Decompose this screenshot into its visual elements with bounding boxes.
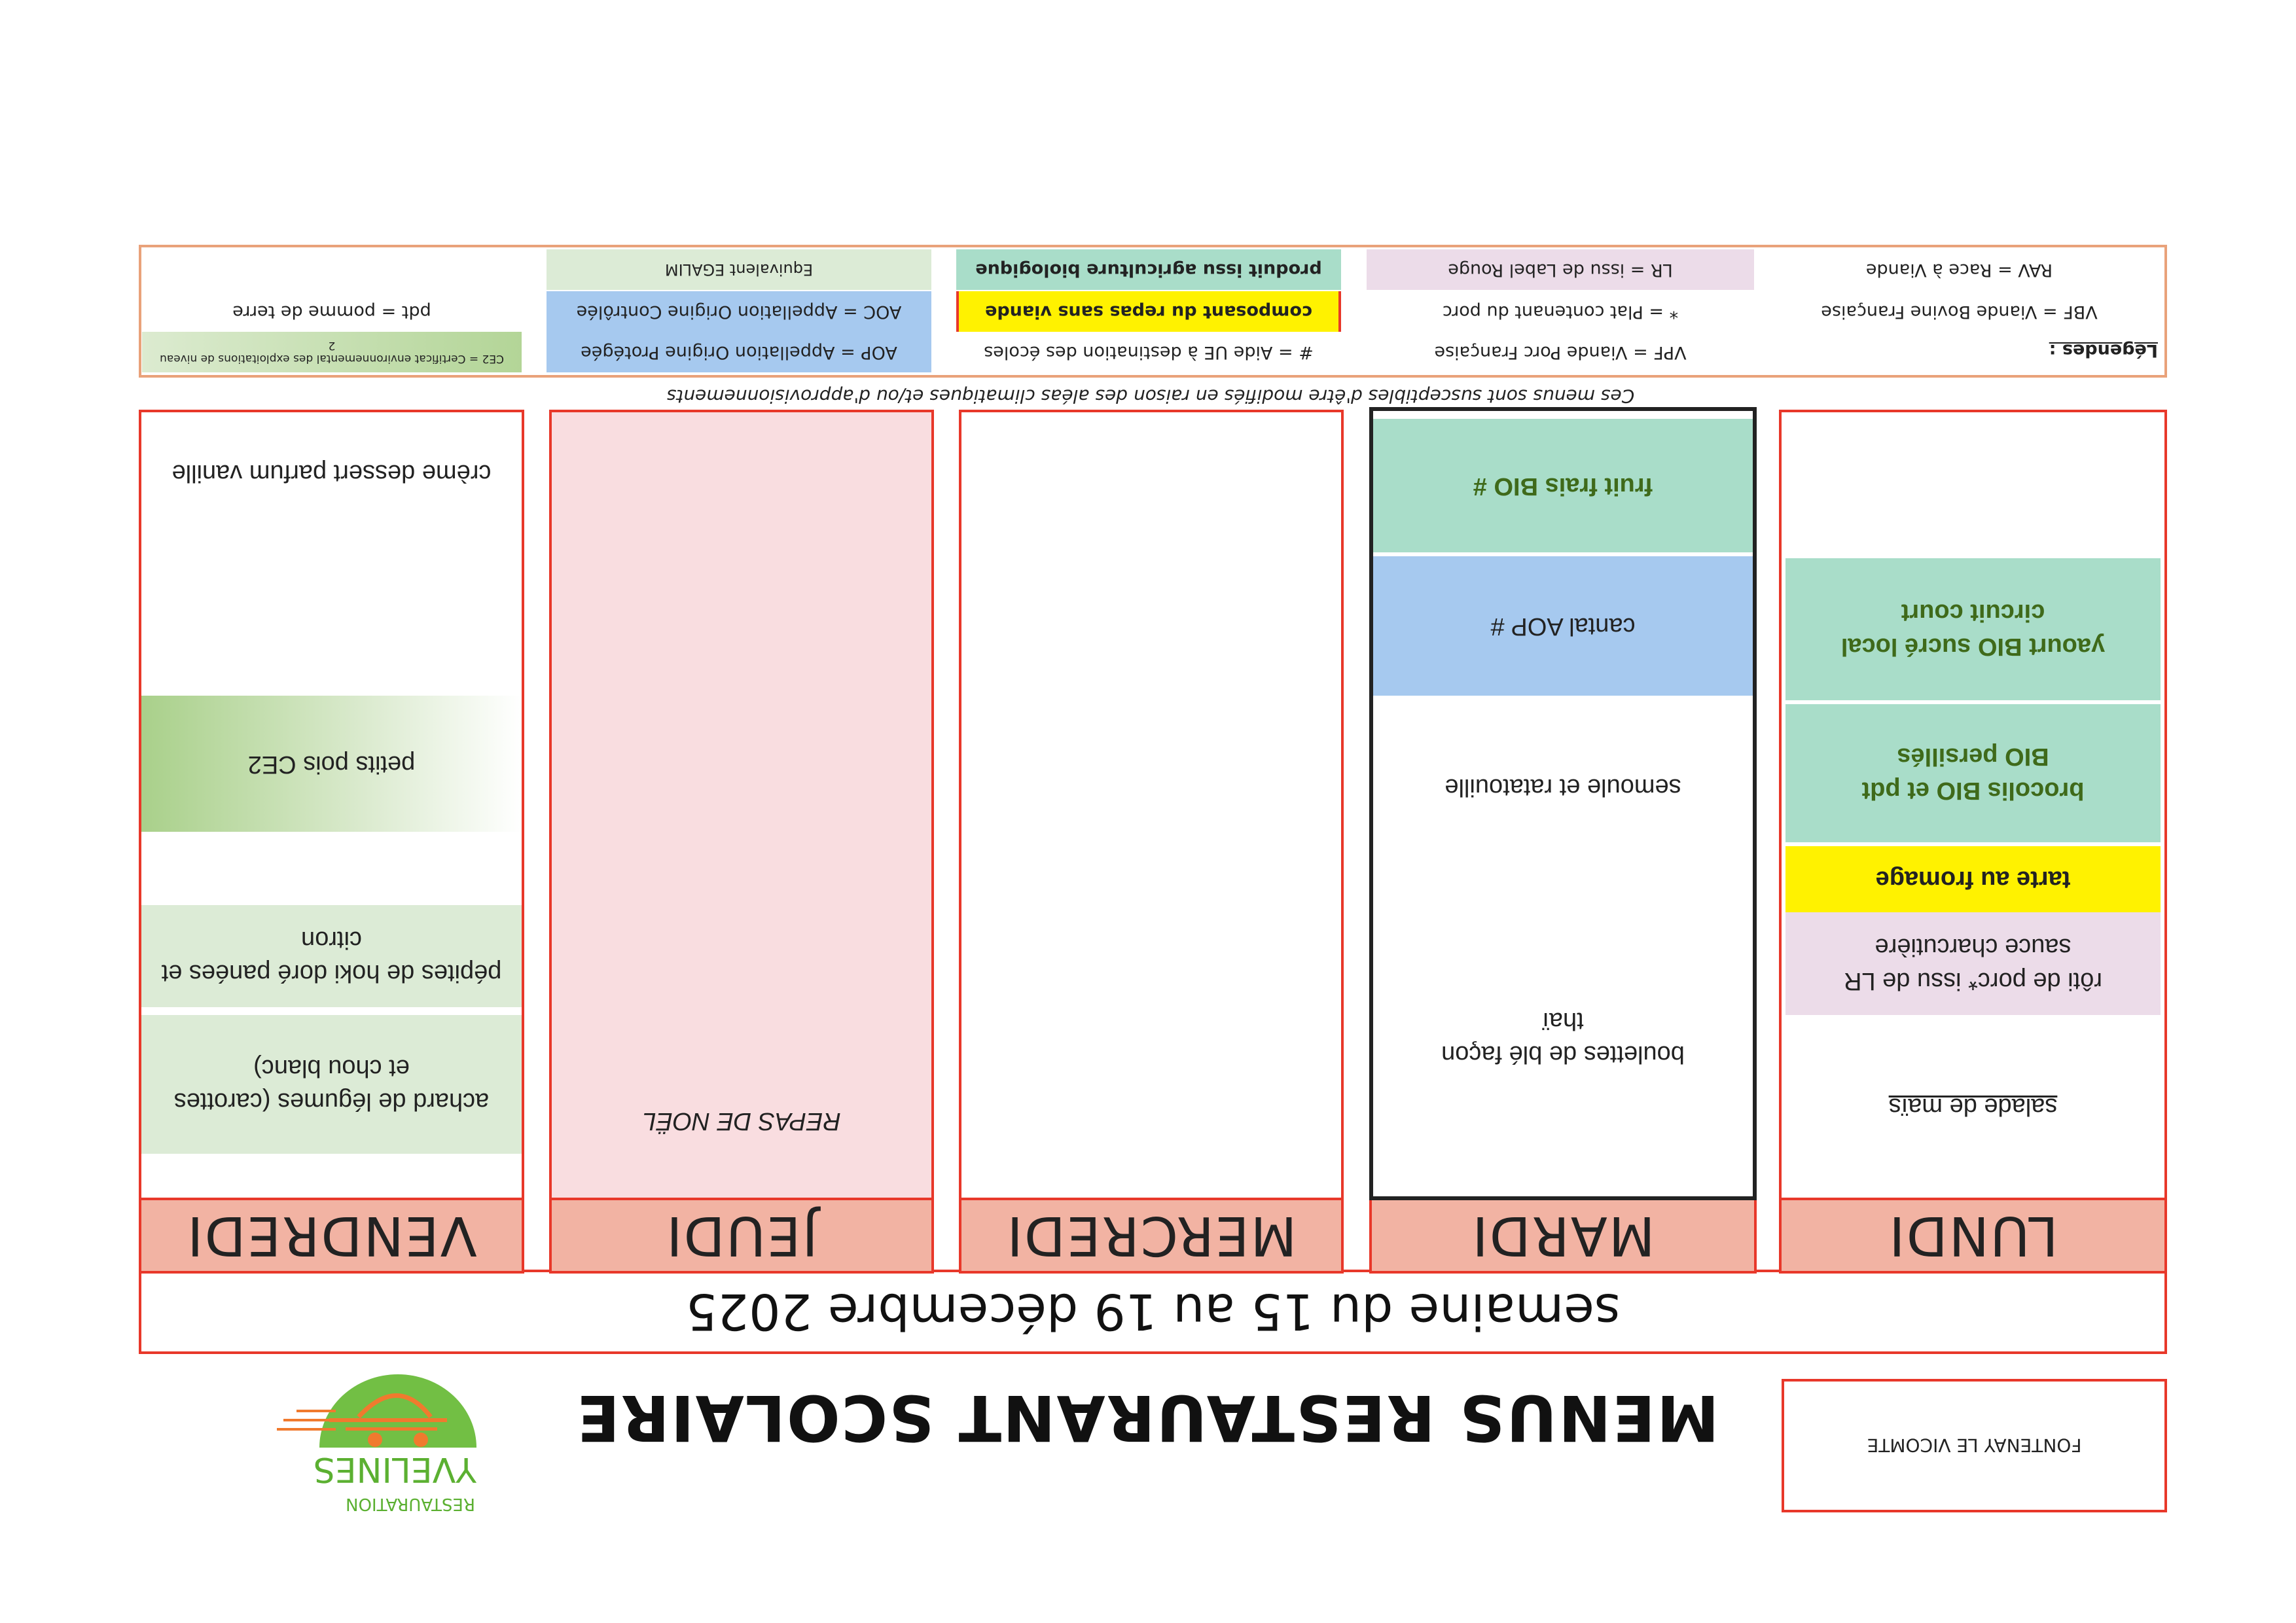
logo-sub: RESTAURATION bbox=[346, 1494, 475, 1514]
menu-item-main: boulettes de blé façon thaï bbox=[1441, 1007, 1685, 1069]
legend-label-rouge: LR = issu de Label Rouge bbox=[1367, 249, 1754, 290]
page-title: MENUS RESTAURANT SCOLAIRE bbox=[575, 1381, 1719, 1454]
legend-egalim: Equivalent EGALIM bbox=[547, 249, 931, 290]
menu-item-vegetarian: tarte au fromage bbox=[1785, 846, 2161, 912]
school-name: FONTENAY LE VICOMTE bbox=[1867, 1435, 2082, 1457]
menu-item-main: rôti de porc* issu de LR sauce charcutiè… bbox=[1785, 912, 2161, 1015]
day-header: LUNDI bbox=[1782, 1198, 2164, 1271]
menu-item-side: petits pois CE2 bbox=[141, 696, 522, 832]
day-header: MARDI bbox=[1372, 1198, 1754, 1271]
logo-icon: YVELINES RESTAURATION bbox=[277, 1374, 477, 1514]
day-header: JEUDI bbox=[552, 1198, 931, 1271]
menu-item-dessert: crème dessert parfum vanille bbox=[171, 459, 492, 487]
menu-item-side: brocolis BIO et pdt BIO persillés bbox=[1785, 704, 2161, 842]
legend-pdt: pdt = pomme de terre bbox=[232, 302, 431, 323]
day-header: MERCREDI bbox=[961, 1198, 1341, 1271]
school-name-box: FONTENAY LE VICOMTE bbox=[1782, 1379, 2167, 1512]
menu-item-starter: achard de légumes (carottes et chou blan… bbox=[141, 1015, 522, 1154]
legend-aide-ue: # = Aide UE à destination des écoles bbox=[984, 342, 1314, 363]
day-column-lundi: LUNDI salade de maïs rôti de porc* issu … bbox=[1779, 410, 2167, 1274]
legend-box: Légendes : VBF = Viande Bovine Française… bbox=[139, 245, 2167, 378]
day-column-mercredi: MERCREDI bbox=[959, 410, 1344, 1274]
legend-vbf: VBF = Viande Bovine Française bbox=[1821, 302, 2098, 323]
legend-bio: produit issu agriculture biologique bbox=[956, 249, 1341, 290]
menu-item-side: semoule et ratatouille bbox=[1444, 774, 1681, 802]
week-title-text: semaine du 15 au 19 décembre 2025 bbox=[685, 1283, 1621, 1341]
day-header: VENDREDI bbox=[141, 1198, 522, 1271]
legend-aop: AOP = Appellation Origine Protégée bbox=[547, 332, 931, 372]
day-column-jeudi: JEUDI REPAS DE NOËL bbox=[549, 410, 934, 1274]
legend-vegetarian: composant du repas sans viande bbox=[956, 291, 1341, 332]
legend-aoc: AOC = Appellation Origine Contrôlée bbox=[547, 291, 931, 332]
legend-title: Légendes : bbox=[2049, 340, 2158, 361]
yvelines-restauration-logo: YVELINES RESTAURATION bbox=[267, 1368, 483, 1518]
logo-name: YVELINES bbox=[314, 1450, 477, 1489]
legend-ce2: CE2 = Certificat environnemental des exp… bbox=[142, 332, 522, 372]
legend-porc: * = Plat contenant du porc bbox=[1442, 302, 1679, 323]
menu-item-starter: salade de maïs bbox=[1888, 1093, 2058, 1121]
day-body: boulettes de blé façon thaï semoule et r… bbox=[1369, 407, 1757, 1200]
disclaimer-notice: Ces menus sont susceptibles d'être modif… bbox=[666, 385, 1635, 407]
menu-item-dessert: fruit frais BIO # bbox=[1373, 419, 1753, 552]
menu-item-cheese: cantal AOP # bbox=[1373, 556, 1753, 696]
christmas-meal-label: REPAS DE NOËL bbox=[642, 1107, 841, 1135]
menu-item-dessert: yaourt BIO sucré local circuit court bbox=[1785, 558, 2161, 700]
menu-item-main: pépites de hoki doré panées et citron bbox=[141, 905, 522, 1007]
day-column-vendredi: VENDREDI achard de légumes (carottes et … bbox=[139, 410, 524, 1274]
week-title: semaine du 15 au 19 décembre 2025 bbox=[139, 1270, 2167, 1354]
legend-rav: RAV = Race à Viande bbox=[1865, 260, 2053, 281]
day-column-mardi: MARDI boulettes de blé façon thaï semoul… bbox=[1369, 407, 1757, 1274]
legend-vpf: VPF = Viande Porc Française bbox=[1434, 342, 1687, 363]
